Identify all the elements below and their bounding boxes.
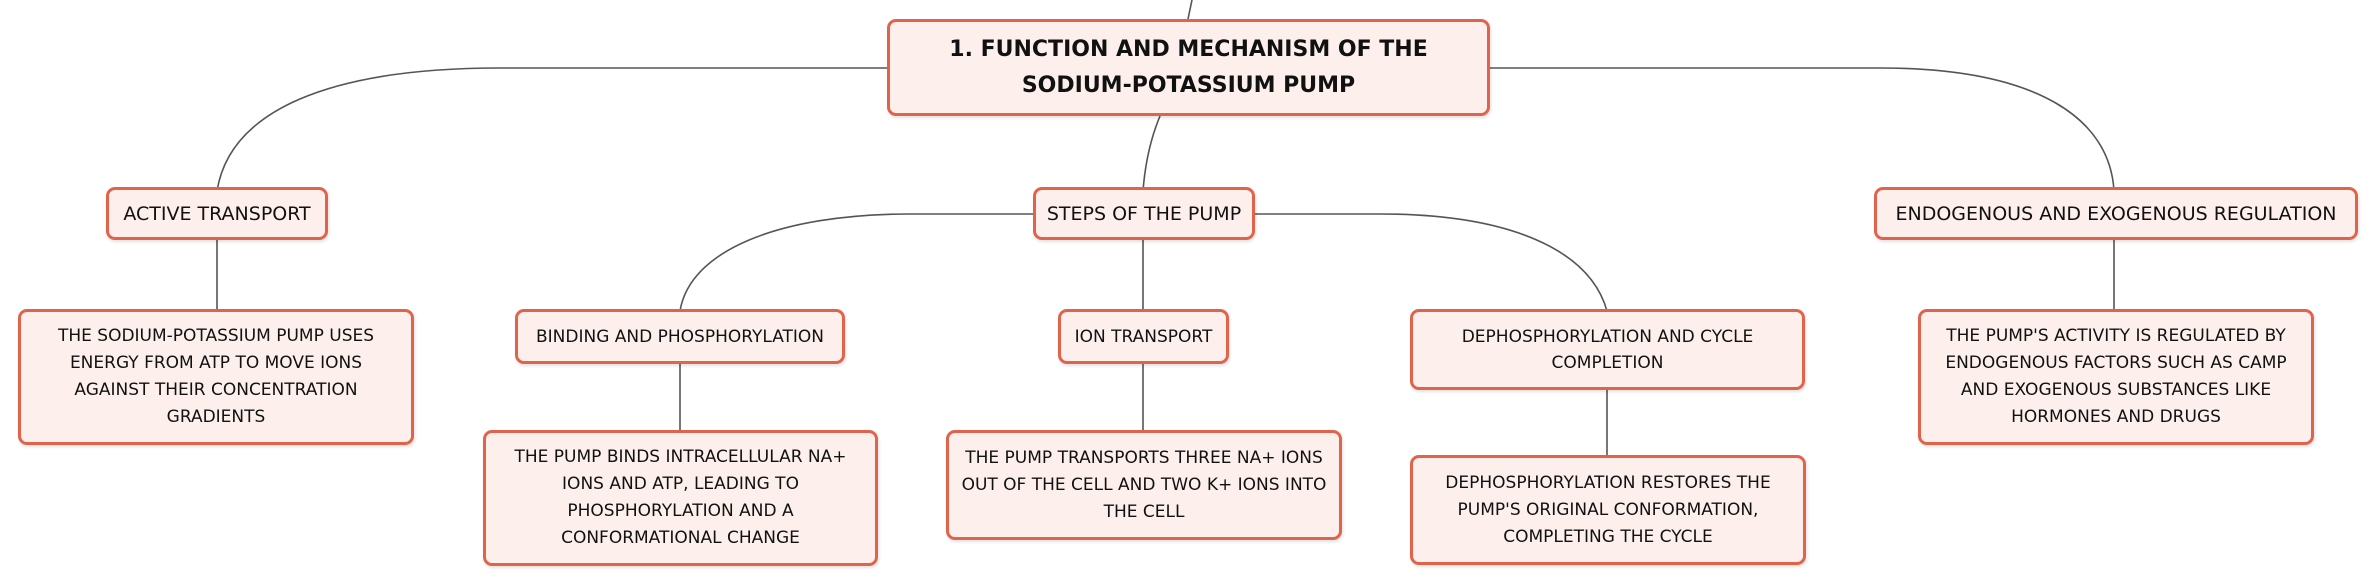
detail-regulation-text: THE PUMP'S ACTIVITY IS REGULATED BY ENDO… [1945,326,2287,427]
connector-root-parent [1187,0,1193,20]
connector-root-steps [1142,115,1161,192]
connector-steps-binding [679,213,1033,312]
subtopic-dephosphorylation-cycle-completion[interactable]: DEPHOSPHORYLATION AND CYCLE COMPLETION [1410,309,1805,390]
topic-regulation-label: ENDOGENOUS AND EXOGENOUS REGULATION [1895,202,2337,225]
detail-active-transport-text: THE SODIUM-POTASSIUM PUMP USES ENERGY FR… [57,326,375,427]
detail-binding-phosphorylation[interactable]: THE PUMP BINDS INTRACELLULAR NA+ IONS AN… [483,430,878,566]
topic-active-transport-label: ACTIVE TRANSPORT [123,202,311,225]
subtopic-binding-phosphorylation-label: BINDING AND PHOSPHORYLATION [535,326,825,347]
detail-active-transport[interactable]: THE SODIUM-POTASSIUM PUMP USES ENERGY FR… [18,309,414,445]
detail-dephosphorylation-text: DEPHOSPHORYLATION RESTORES THE PUMP'S OR… [1445,472,1771,547]
detail-dephosphorylation[interactable]: DEPHOSPHORYLATION RESTORES THE PUMP'S OR… [1410,455,1806,565]
topic-active-transport[interactable]: ACTIVE TRANSPORT [106,187,328,240]
connector-steps-dephosphorylation [1253,213,1608,312]
detail-binding-phosphorylation-text: THE PUMP BINDS INTRACELLULAR NA+ IONS AN… [514,447,847,548]
subtopic-dephosphorylation-label: DEPHOSPHORYLATION AND CYCLE COMPLETION [1461,326,1754,373]
root-topic-label: 1. FUNCTION AND MECHANISM OF THE SODIUM-… [949,36,1428,98]
connector-root-regulation [1490,67,2115,192]
connector-root-active-transport [216,67,887,192]
topic-steps-of-the-pump[interactable]: STEPS OF THE PUMP [1033,187,1255,240]
subtopic-ion-transport-label: ION TRANSPORT [1074,326,1213,347]
topic-endogenous-exogenous-regulation[interactable]: ENDOGENOUS AND EXOGENOUS REGULATION [1874,187,2358,240]
topic-steps-of-the-pump-label: STEPS OF THE PUMP [1046,202,1242,225]
detail-regulation[interactable]: THE PUMP'S ACTIVITY IS REGULATED BY ENDO… [1918,309,2314,445]
detail-ion-transport-text: THE PUMP TRANSPORTS THREE NA+ IONS OUT O… [961,447,1327,522]
root-topic[interactable]: 1. FUNCTION AND MECHANISM OF THE SODIUM-… [887,19,1490,116]
subtopic-ion-transport[interactable]: ION TRANSPORT [1058,309,1229,364]
subtopic-binding-phosphorylation[interactable]: BINDING AND PHOSPHORYLATION [515,309,845,364]
detail-ion-transport[interactable]: THE PUMP TRANSPORTS THREE NA+ IONS OUT O… [946,430,1342,540]
